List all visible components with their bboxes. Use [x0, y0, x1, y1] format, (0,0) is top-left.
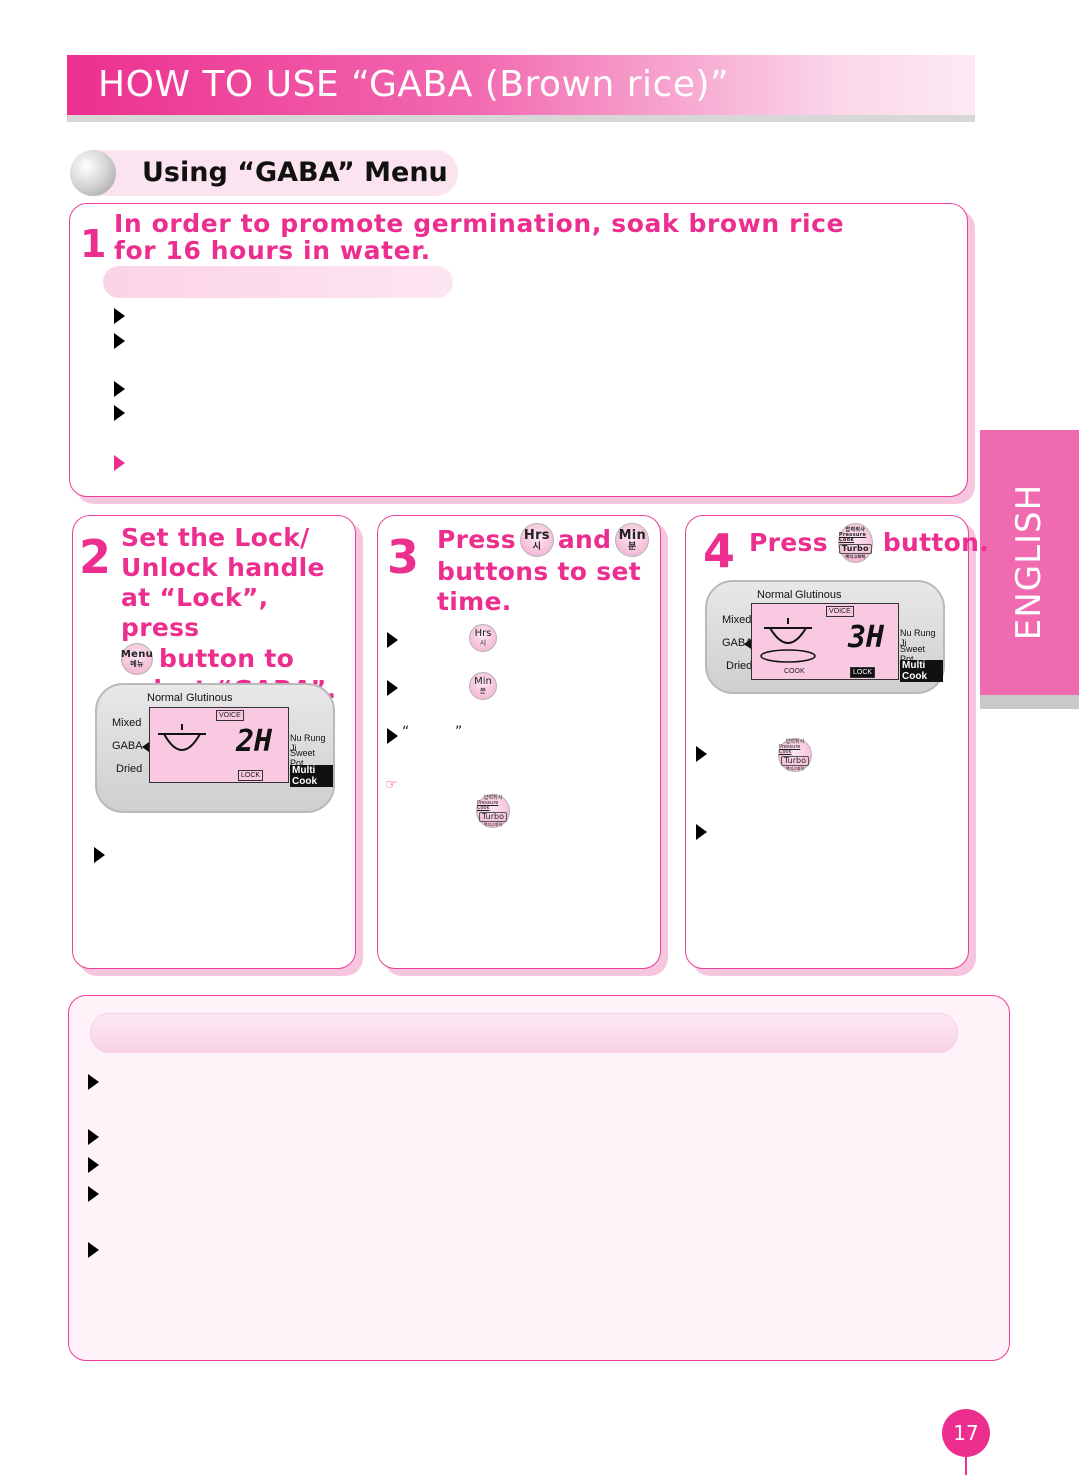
bullet-arrow-icon	[88, 1186, 99, 1202]
header-bar	[67, 55, 975, 115]
lcd-tag-voice: VOICE	[216, 710, 244, 721]
lcd-label-sweetpot: Sweet Pot.	[290, 748, 316, 768]
lcd-label-mixed: Mixed	[722, 614, 752, 626]
lcd-tag-cook: COOK	[784, 668, 805, 675]
selector-arrow-icon	[744, 639, 751, 649]
step2-line: Set the Lock/	[121, 523, 310, 552]
step4-number: 4	[703, 524, 736, 578]
lcd-time: 2H	[236, 724, 273, 759]
step1-heading: In order to promote germination, soak br…	[114, 209, 845, 265]
step3-panel	[377, 515, 661, 969]
notes-heading-bar	[90, 1013, 958, 1053]
page-title: HOW TO USE “GABA (Brown rice)”	[98, 64, 730, 105]
lcd-screen: VOICE 3H COOK LOCK	[744, 603, 899, 680]
lcd-time: 3H	[848, 620, 885, 655]
bullet-arrow-icon	[114, 381, 125, 397]
lcd-label-glutinous: Glutinous	[795, 589, 842, 601]
lcd-label-nurungji: Nu Rung Ji	[290, 733, 326, 753]
step1-number: 1	[80, 222, 107, 266]
header-underline	[67, 115, 975, 122]
bullet-arrow-icon	[114, 333, 125, 349]
bullet-arrow-icon	[88, 1242, 99, 1258]
lcd-label-nurungji: Nu Rung Ji	[900, 628, 936, 648]
step3-line: buttons to set	[437, 557, 641, 586]
heating-pot-icon	[760, 618, 816, 663]
bullet-arrow-icon	[94, 847, 105, 863]
lcd-tag-voice: VOICE	[826, 606, 854, 617]
lcd-label-mixed: Mixed	[112, 717, 142, 729]
lcd-label-normal: Normal	[757, 589, 793, 601]
bullet-arrow-icon	[387, 680, 398, 696]
step2-line: Unlock handle	[121, 553, 325, 582]
lcd-tag-lock: LOCK	[850, 667, 876, 678]
lcd-label-sweetpot: Sweet Pot.	[900, 644, 926, 664]
page-number-line	[965, 1457, 967, 1475]
section-pill	[70, 150, 458, 196]
bullet-arrow-icon	[696, 746, 707, 762]
lcd-label-dried: Dried	[116, 763, 143, 775]
section-bullet-icon	[70, 150, 116, 196]
selector-arrow-icon	[142, 742, 149, 752]
step2-heading: Set the Lock/ Unlock handle at “Lock”, p…	[121, 523, 346, 705]
lcd-label-glutinous: Glutinous	[186, 692, 233, 704]
step3-number: 3	[387, 530, 420, 584]
bullet-arrow-icon	[114, 308, 125, 324]
bullet-arrow-icon	[387, 632, 398, 648]
step3-line: time.	[437, 587, 512, 616]
bullet-arrow-icon	[114, 455, 125, 471]
step1-panel	[69, 203, 968, 497]
bullet-arrow-icon	[387, 728, 398, 744]
lcd-screen: VOICE 2H LOCK	[142, 707, 289, 783]
lcd-label-multicook: Multi Cook	[290, 765, 333, 787]
step2-line: at “Lock”, press	[121, 583, 269, 642]
bullet-arrow-icon	[114, 405, 125, 421]
step2-number: 2	[79, 530, 112, 584]
lcd-label-multicook: Multi Cook	[900, 660, 943, 682]
language-tab-label: ENGLISH	[1009, 483, 1049, 641]
bullet-arrow-icon	[88, 1157, 99, 1173]
pot-icon	[158, 724, 206, 751]
lcd-display: Normal Glutinous Mixed GABA Dried VOICE …	[705, 580, 945, 694]
language-tab	[980, 430, 1079, 695]
lcd-tag-lock: LOCK	[238, 770, 264, 781]
step1-subheading-bar	[103, 266, 453, 298]
lcd-label-dried: Dried	[726, 660, 753, 672]
lcd-display: Normal Glutinous Mixed GABA Dried VOICE …	[95, 683, 335, 813]
language-tab-shadow	[980, 695, 1079, 709]
quote-close: ”	[455, 724, 463, 740]
bullet-arrow-icon	[88, 1074, 99, 1090]
lcd-label-gaba: GABA	[112, 740, 143, 752]
bullet-arrow-icon	[696, 824, 707, 840]
lcd-label-normal: Normal	[147, 692, 183, 704]
section-title: Using “GABA” Menu	[142, 157, 448, 188]
quote-open: “	[402, 724, 410, 740]
page-number: 17	[942, 1409, 990, 1457]
notes-panel	[68, 995, 1010, 1361]
bullet-arrow-icon	[88, 1129, 99, 1145]
note-pointer-icon: ☞	[385, 777, 398, 793]
